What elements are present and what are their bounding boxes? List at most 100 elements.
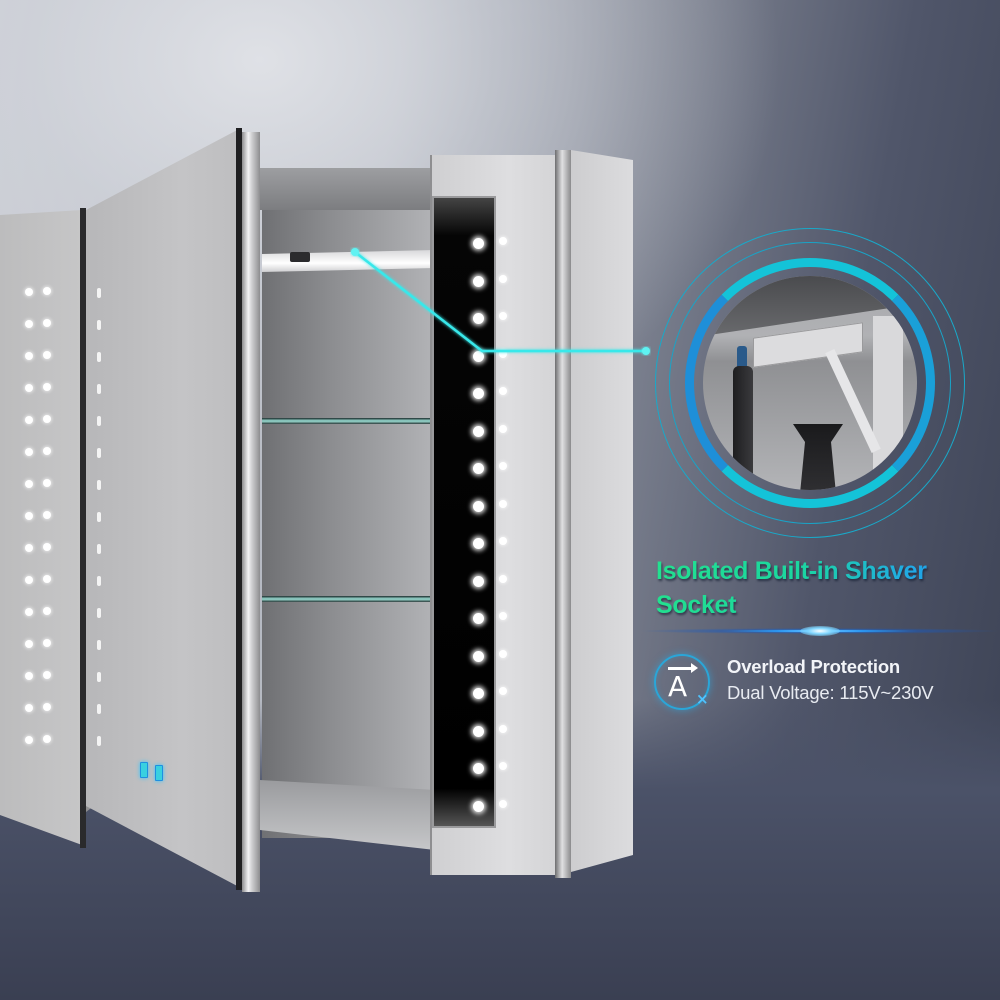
led-light-dot [499,424,507,433]
headline-line-2: Socket [656,591,737,619]
led-light-dot [499,462,507,470]
left-mirror-door [0,210,82,845]
led-light-dot [43,319,51,327]
socket-plate [753,322,863,368]
led-light-dot [473,350,484,362]
x-mark-icon: × [696,690,709,708]
led-light-dot [499,649,507,658]
outer-ring [655,228,965,538]
overload-protection-icon: A × [654,654,710,710]
led-light-dot [473,500,484,512]
feature-headline: Isolated Built-in Shaver Socket [656,554,976,622]
led-light-dot [499,762,507,770]
led-light-dot [97,320,101,330]
led-light-dot [43,351,51,359]
touch-switch-icon [140,762,148,778]
led-light-dot [473,725,484,737]
led-light-dot [43,383,51,391]
touch-switch-icon [155,765,163,781]
divider-glow-core [800,626,840,636]
led-light-dot [97,640,101,650]
led-light-dot [499,687,507,695]
led-light-dot [499,274,507,283]
feature-title: Overload Protection [727,656,901,677]
led-light-dot [97,288,101,298]
middle-door-edge [236,128,242,890]
led-light-dot [25,608,33,616]
led-light-dot [97,512,101,522]
arrow-icon [668,663,698,673]
led-light-dot [473,763,484,774]
led-light-dot [499,799,507,808]
right-door-led-strip-window [432,196,496,828]
led-light-dot [97,480,101,490]
led-light-dot [97,704,101,714]
led-light-dot [97,576,101,586]
led-light-dot [25,576,33,584]
led-light-dot [25,288,33,296]
led-light-dot [43,607,51,615]
led-light-dot [499,499,507,508]
shaver-socket-photo [703,276,917,490]
hinge-rail [242,132,260,892]
right-door-edge [555,150,571,878]
electric-shaver [733,366,753,490]
middle-mirror-door [86,128,241,888]
led-light-dot [25,544,33,552]
led-light-dot [473,388,484,399]
middle-ring [669,242,951,524]
led-light-dot [25,416,33,424]
led-light-dot [25,480,33,488]
glass-shelf-upper [262,418,432,424]
led-light-dot [499,237,507,245]
led-light-dot [43,735,51,743]
led-light-dot [499,612,507,620]
led-light-dot [473,688,484,699]
glass-shelf-lower [262,596,432,602]
led-light-dot [25,704,33,712]
shaver-stand [793,424,843,490]
led-light-dot [473,613,484,624]
led-light-dot [43,479,51,487]
led-light-dot [499,387,507,395]
led-light-dot [25,320,33,328]
led-light-dot [97,608,101,618]
led-light-dot [43,575,51,583]
led-light-dot [43,511,51,519]
headline-line-1: Isolated Built-in Shaver [656,557,927,585]
led-light-dot [473,800,484,812]
led-light-dot [473,275,484,287]
led-light-dot [43,639,51,647]
led-light-dot [473,463,484,474]
led-light-dot [43,287,51,295]
inner-ring [685,258,935,508]
led-light-dot [43,671,51,679]
led-light-dot [25,384,33,392]
led-light-dot [473,538,484,549]
feature-subtitle: Dual Voltage: 115V~230V [727,682,934,703]
shaver-socket-callout [655,228,965,538]
led-light-dot [97,416,101,426]
cabinet-side-panel [571,150,633,872]
led-light-dot [499,312,507,320]
led-light-dot [499,349,507,358]
led-light-dot [97,544,101,554]
socket-switch [290,252,310,262]
led-light-dot [97,736,101,746]
led-light-dot [97,448,101,458]
led-light-dot [499,574,507,583]
led-light-dot [25,672,33,680]
led-light-dot [97,352,101,362]
shaver-plug [737,346,747,370]
led-light-dot [43,447,51,455]
led-light-dot [25,736,33,744]
led-light-dot [473,650,484,662]
cabinet-wall [873,316,903,490]
cabinet-top [260,168,435,210]
led-light-dot [473,238,484,249]
led-light-dot [97,384,101,394]
led-light-dot [25,512,33,520]
left-door-edge [80,208,86,848]
led-light-dot [473,575,484,587]
led-light-dot [43,415,51,423]
